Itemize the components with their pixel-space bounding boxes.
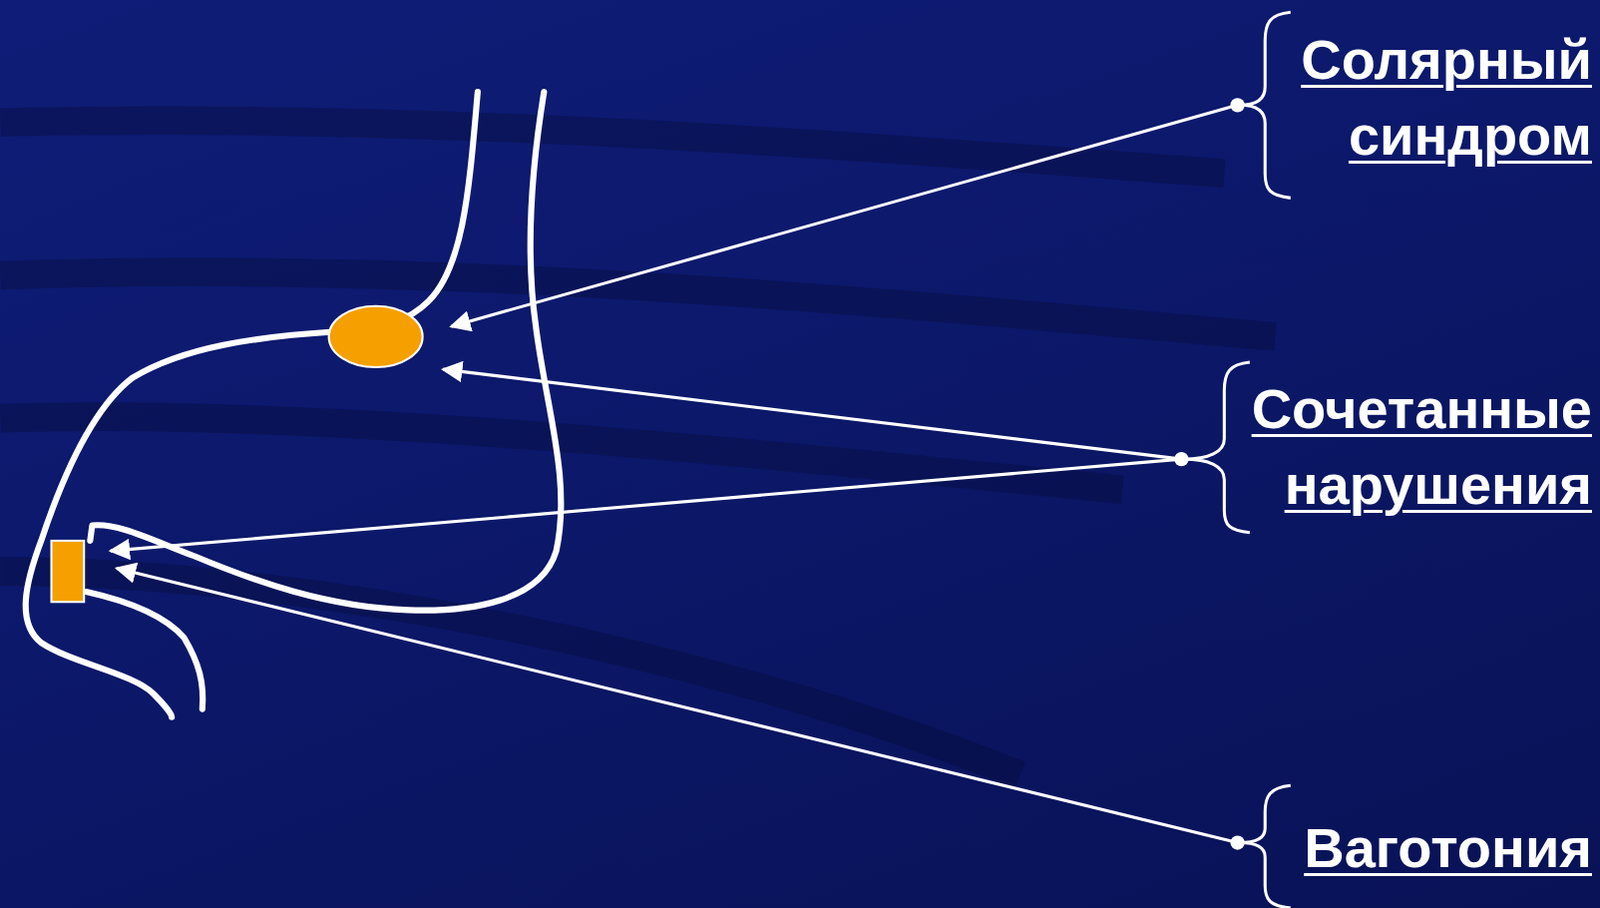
annotation-label: Сочетанные нарушения xyxy=(1193,371,1593,523)
annotation-label: Солярный синдром xyxy=(1252,21,1593,174)
annotation-label: Ваготония xyxy=(1232,809,1593,886)
